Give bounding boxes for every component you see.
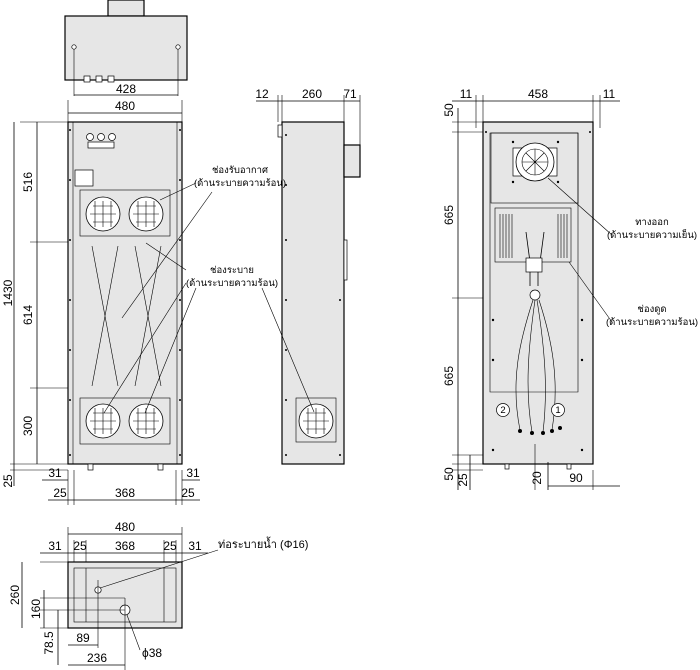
- air-intake-label-1: ช่องรับอากาศ: [212, 165, 268, 176]
- fan-icon: [85, 403, 121, 439]
- terminal-1: [551, 403, 565, 417]
- dim-665-lower: 665: [442, 366, 456, 386]
- exhaust-label-2: (ด้านระบายความร้อน): [186, 278, 278, 289]
- terminal-2: [496, 403, 510, 417]
- dim-428: 428: [116, 82, 136, 96]
- fan-icon: [298, 403, 334, 439]
- suction-label-1: ช่องดูด: [637, 304, 666, 315]
- dim-25-right: 25: [181, 486, 195, 500]
- side-view-duct: [343, 144, 361, 178]
- dim-236-bottom: 236: [87, 651, 107, 665]
- back-view: 11 458 11 2 1: [442, 87, 620, 490]
- dim-31-bottom-left: 31: [48, 539, 62, 553]
- outlet-label-2: (ด้านระบายความเย็น): [607, 228, 697, 241]
- dim-31-bottom-right: 31: [188, 539, 202, 553]
- dim-89-bottom: 89: [76, 631, 90, 645]
- dim-78-5-bottom: 78.5: [42, 631, 56, 655]
- terminal-1-label: 1: [555, 405, 560, 416]
- dim-516: 516: [21, 172, 35, 192]
- top-view: 428: [64, 0, 188, 96]
- dim-25-bottom-right: 25: [163, 539, 177, 553]
- bottom-view: 480 31 25 368 25 31 260 160 78.5 89 236 …: [8, 520, 308, 670]
- dim-480: 480: [115, 99, 135, 113]
- front-view-body: [67, 121, 183, 465]
- dim-11-right: 11: [603, 87, 616, 101]
- callouts: ช่องรับอากาศ (ด้านระบายความร้อน) ช่องระบ…: [103, 165, 698, 414]
- dim-50-bottom: 50: [442, 467, 456, 481]
- dim-458: 458: [528, 87, 548, 101]
- fan-icon: [128, 196, 164, 232]
- dim-50-top: 50: [442, 103, 456, 117]
- dim-31-left: 31: [48, 466, 62, 480]
- dim-11-left: 11: [460, 87, 473, 101]
- dim-260-bottom: 260: [8, 585, 22, 605]
- dim-480-bottom: 480: [115, 520, 135, 534]
- dim-25-bottom-left: 25: [73, 539, 87, 553]
- dim-25-back: 25: [456, 473, 470, 487]
- fan-icon: [85, 196, 121, 232]
- suction-label-2: (ด้านระบายความร้อน): [606, 317, 698, 328]
- exhaust-label-1: ช่องระบาย: [210, 265, 254, 276]
- dim-368-bottom: 368: [115, 539, 135, 553]
- dim-90: 90: [569, 471, 583, 485]
- fan-icon: [128, 403, 164, 439]
- dim-368: 368: [115, 486, 135, 500]
- dim-160-bottom: 160: [29, 599, 43, 619]
- dim-25-left: 25: [53, 486, 67, 500]
- dim-260: 260: [302, 87, 322, 101]
- dim-25-foot: 25: [1, 474, 15, 488]
- drain-label: ท่อระบายน้ำ (Φ16): [218, 536, 308, 551]
- terminal-2-label: 2: [500, 405, 505, 416]
- front-view: 480: [1, 99, 200, 505]
- dim-31-right: 31: [186, 466, 200, 480]
- dim-1430: 1430: [1, 279, 15, 306]
- dim-71: 71: [343, 87, 357, 101]
- top-view-body: [64, 15, 188, 81]
- top-view-stub: [107, 0, 145, 17]
- dim-300: 300: [21, 416, 35, 436]
- dim-20: 20: [530, 471, 544, 485]
- side-view: 12 260 71: [255, 87, 361, 465]
- dim-12: 12: [255, 87, 269, 101]
- dim-665-upper: 665: [442, 205, 456, 225]
- outlet-label-1: ทางออก: [635, 217, 669, 228]
- dim-614: 614: [21, 305, 35, 325]
- dim-phi38: ϕ38: [142, 646, 162, 660]
- outlet-fan-icon: [512, 142, 558, 182]
- air-intake-label-2: (ด้านระบายความร้อน): [194, 178, 286, 189]
